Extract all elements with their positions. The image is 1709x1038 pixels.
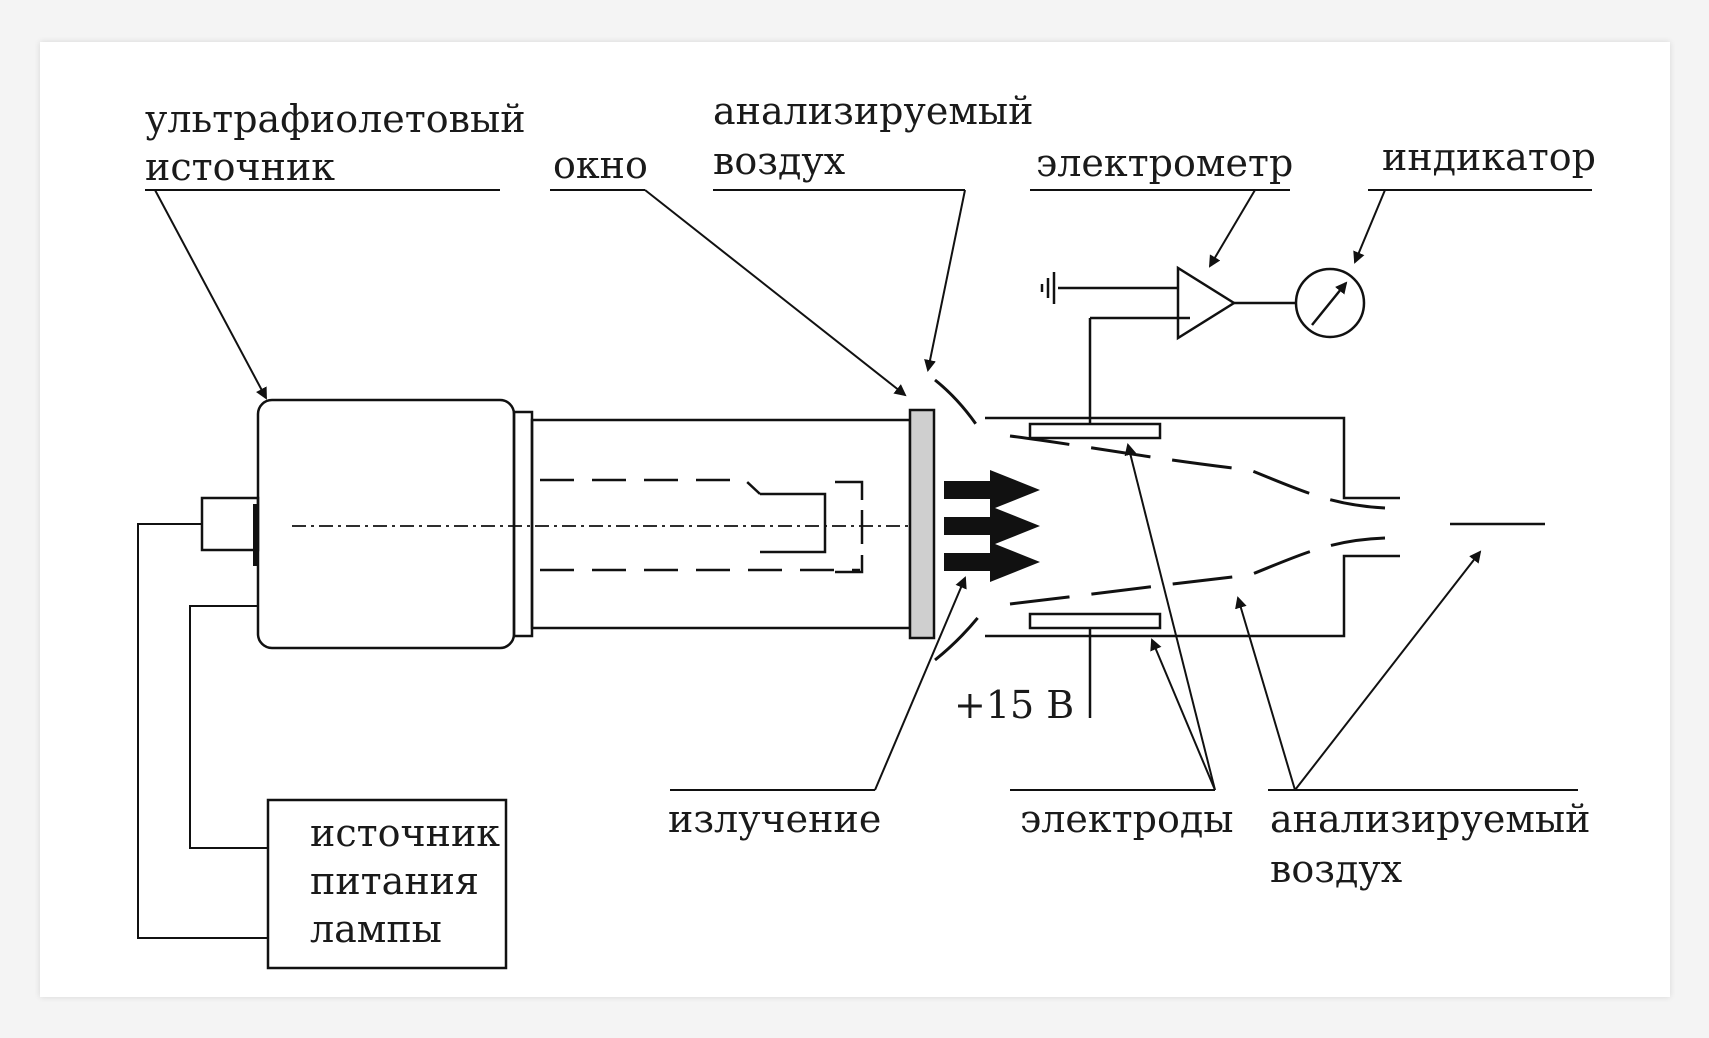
label-radiation: излучение xyxy=(668,797,881,841)
label-leaders xyxy=(145,189,1592,791)
power-supply-box xyxy=(266,798,508,970)
internal-cathode-inner xyxy=(760,492,827,554)
label-electrometer: электрометр xyxy=(1036,141,1293,185)
radiation-arrow xyxy=(944,542,1040,582)
leader-air-top xyxy=(924,189,966,372)
leader-electrometer xyxy=(1208,189,1256,268)
power-supply xyxy=(137,523,508,970)
indicator-gauge xyxy=(1294,267,1366,339)
lamp-connector xyxy=(200,496,260,552)
chamber-bottom-wall xyxy=(985,554,1400,638)
air-flow-bottom xyxy=(1009,536,1386,606)
electrode-bottom xyxy=(1028,612,1162,630)
air-inflow xyxy=(934,614,982,662)
leader-air-bottom xyxy=(1235,596,1296,791)
label-uv-source-2: источник xyxy=(145,145,335,189)
uv-lamp xyxy=(200,398,936,650)
supply-wire xyxy=(189,605,268,849)
leader-uv-source xyxy=(154,189,267,400)
electrometer xyxy=(1040,265,1366,341)
label-electrodes: электроды xyxy=(1020,797,1234,841)
label-air-bottom-1: анализируемый xyxy=(1270,797,1590,841)
label-power-supply-1: источник xyxy=(310,811,500,855)
label-air-top-1: анализируемый xyxy=(713,89,1033,133)
leader-air-outlet xyxy=(1294,550,1482,791)
label-air-bottom-2: воздух xyxy=(1270,847,1402,891)
lamp-collar xyxy=(512,410,534,638)
lamp-base xyxy=(256,398,516,650)
label-window: окно xyxy=(553,143,648,187)
leader-electrode-top xyxy=(1124,443,1216,791)
radiation-arrows xyxy=(944,470,1040,582)
label-indicator: индикатор xyxy=(1382,135,1596,179)
supply-wire xyxy=(137,523,268,939)
ionization-chamber xyxy=(934,316,1545,718)
lamp-tube xyxy=(530,418,912,630)
air-flow-top xyxy=(1009,434,1386,510)
amplifier-triangle xyxy=(1176,265,1237,341)
leader-electrode-bottom xyxy=(1150,638,1216,791)
internal-electrode-top xyxy=(540,478,761,495)
leader-indicator xyxy=(1353,189,1386,264)
label-power-supply-2: питания xyxy=(310,859,479,903)
radiation-arrow xyxy=(944,506,1040,546)
label-air-top-2: воздух xyxy=(713,139,845,183)
gauge-needle xyxy=(1311,281,1348,326)
label-voltage: +15 В xyxy=(954,683,1074,727)
window-plate xyxy=(908,408,936,640)
leader-window xyxy=(644,189,907,397)
chamber-top-wall xyxy=(985,416,1400,500)
diagram-card xyxy=(40,42,1670,997)
label-uv-source-1: ультрафиолетовый xyxy=(145,97,526,141)
air-inflow xyxy=(934,378,982,431)
label-power-supply-3: лампы xyxy=(310,907,442,951)
electrode-top xyxy=(1028,422,1162,440)
radiation-arrow xyxy=(944,470,1040,510)
labels: ультрафиолетовый источник окно анализиру… xyxy=(145,89,1596,951)
leader-radiation xyxy=(874,576,967,791)
